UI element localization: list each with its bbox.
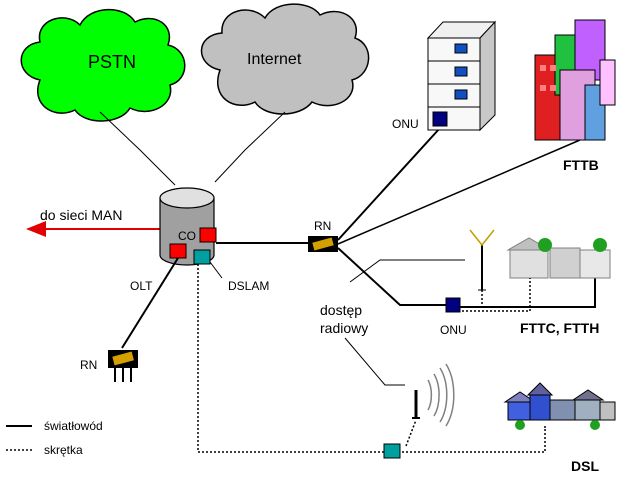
fttc-houses <box>506 237 611 279</box>
internet-label: Internet <box>247 51 302 68</box>
fttb-label: FTTB <box>563 157 599 173</box>
radio-mast-top <box>469 229 495 291</box>
radio-label-line1: dostęp <box>320 302 362 318</box>
legend: światłowód skrętka <box>6 419 103 457</box>
fiber-rn-fttb <box>337 139 581 245</box>
onu-building-label: ONU <box>392 117 419 131</box>
dslam-pointer <box>209 261 223 279</box>
rn-top-label: RN <box>314 219 331 233</box>
internet-link <box>214 111 286 183</box>
olt-label: OLT <box>130 279 153 293</box>
onu-street-label: ONU <box>440 323 467 337</box>
dslam-label: DSLAM <box>228 279 269 293</box>
radio-label-line2: radiowy <box>320 320 368 336</box>
dsl-onu-houses <box>458 278 531 312</box>
radio-pointer-top <box>349 259 465 283</box>
dsl-houses <box>503 382 616 430</box>
fiber-rn-onu-street <box>337 247 450 306</box>
pstn-cloud: PSTN <box>20 8 186 122</box>
fiber-rn-onu-building <box>337 127 441 241</box>
legend-fiber-label: światłowód <box>44 419 103 433</box>
rn-top <box>308 236 338 252</box>
co-red-module-right <box>199 227 217 243</box>
olt-module <box>169 243 187 259</box>
onu-building-box <box>432 111 448 127</box>
central-office: CO <box>159 187 217 266</box>
fiber-onu-ftth <box>458 278 596 308</box>
dsl-street-box <box>383 443 401 459</box>
dsl-box-houses <box>398 428 546 453</box>
pstn-label: PSTN <box>88 52 136 72</box>
radio-tower-bottom <box>412 363 455 427</box>
dsl-dslam-link <box>197 264 384 453</box>
co-label: CO <box>178 229 196 243</box>
fiber-olt-rn-bottom <box>121 257 179 349</box>
dsl-box-tower <box>405 419 417 447</box>
pstn-link <box>99 111 176 186</box>
rn-bottom-label: RN <box>80 358 97 372</box>
dsl-label: DSL <box>571 458 599 474</box>
rn-bottom <box>108 350 138 382</box>
radio-pointer-bottom <box>344 337 405 386</box>
fttb-buildings <box>534 19 616 141</box>
dslam-module <box>193 249 211 265</box>
fttc-label: FTTC, FTTH <box>520 320 599 336</box>
legend-twisted-pair-label: skrętka <box>44 443 83 457</box>
internet-cloud: Internet <box>200 3 370 115</box>
man-label: do sieci MAN <box>40 207 122 223</box>
onu-street-box <box>445 297 461 313</box>
server-cabinet <box>426 20 497 132</box>
